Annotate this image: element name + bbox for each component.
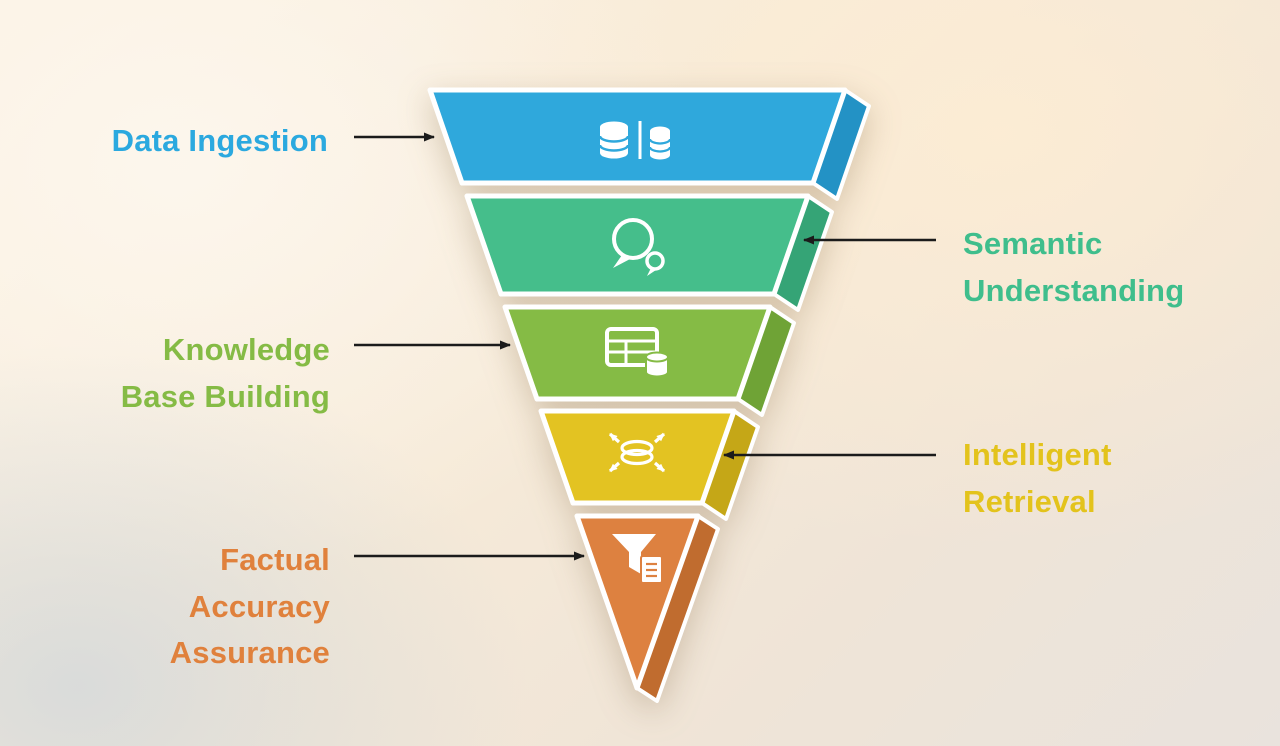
label-line: Intelligent [963,437,1112,472]
retrieval-sync-icon [608,432,666,473]
database-stack-icon [598,121,672,160]
connector-arrows [354,132,936,561]
label-line: Base Building [120,378,330,414]
label-line: Knowledge [162,332,330,367]
stage-label-data-ingestion: Data Ingestion [112,118,328,165]
funnel [427,87,871,703]
label-line: Semantic [963,226,1103,261]
label-line: Assurance [169,635,330,670]
funnel-stage-4 [538,408,737,506]
stage-label-semantic-understanding: Semantic Understanding [963,221,1184,314]
chat-search-icon [612,218,665,276]
funnel-stage-1 [427,87,848,186]
label-line: Data Ingestion [111,123,328,158]
funnel-stage-2 [464,193,811,297]
label-line: Retrieval [963,483,1096,519]
table-database-icon [605,327,669,378]
stage-label-factual-accuracy-assurance: Factual Accuracy Assurance [170,537,330,677]
label-line: Factual [220,542,330,577]
filter-document-icon [612,534,663,584]
stage-label-intelligent-retrieval: Intelligent Retrieval [963,432,1112,525]
label-line: Accuracy [188,588,330,624]
label-line: Understanding [963,272,1185,308]
funnel-stage-5 [574,513,701,691]
stage-label-knowledge-base-building: Knowledge Base Building [121,327,330,420]
